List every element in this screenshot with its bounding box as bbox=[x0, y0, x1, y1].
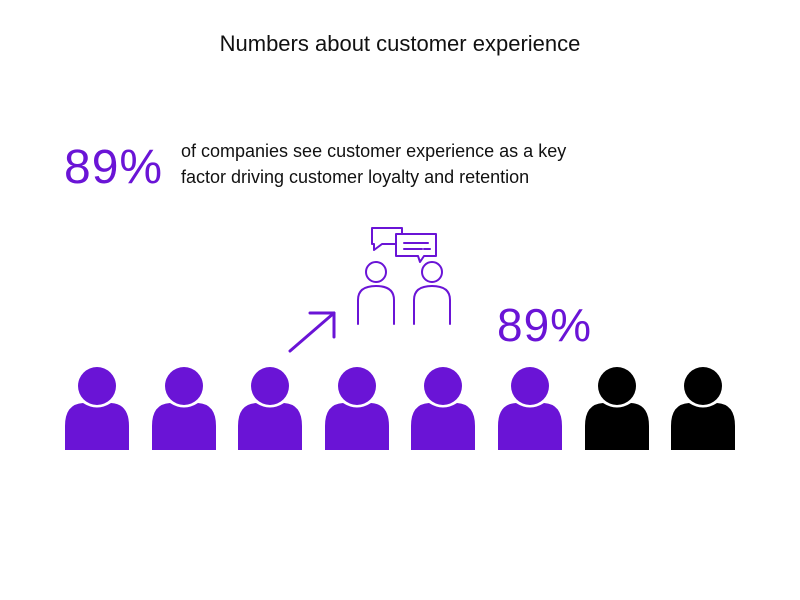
stat-description: of companies see customer experience as … bbox=[181, 138, 641, 190]
highlight-value: 89% bbox=[497, 299, 593, 351]
people-row bbox=[0, 366, 800, 456]
person-icon-highlighted bbox=[324, 367, 389, 450]
stat-description-line-1: of companies see customer experience as … bbox=[181, 141, 567, 161]
conversation-icon bbox=[357, 227, 451, 325]
page-title: Numbers about customer experience bbox=[219, 31, 581, 56]
person-icon bbox=[584, 367, 649, 450]
person-icon-highlighted bbox=[151, 367, 216, 450]
person-icon-highlighted bbox=[498, 367, 562, 450]
person-icon bbox=[671, 367, 736, 450]
person-icon-highlighted bbox=[65, 367, 129, 450]
person-icon-highlighted bbox=[411, 367, 476, 450]
arrow-up-right-icon bbox=[288, 311, 336, 353]
stat-value: 89% bbox=[64, 141, 164, 194]
person-icon-highlighted bbox=[238, 367, 303, 450]
stat-description-line-2: factor driving customer loyalty and rete… bbox=[181, 167, 530, 187]
